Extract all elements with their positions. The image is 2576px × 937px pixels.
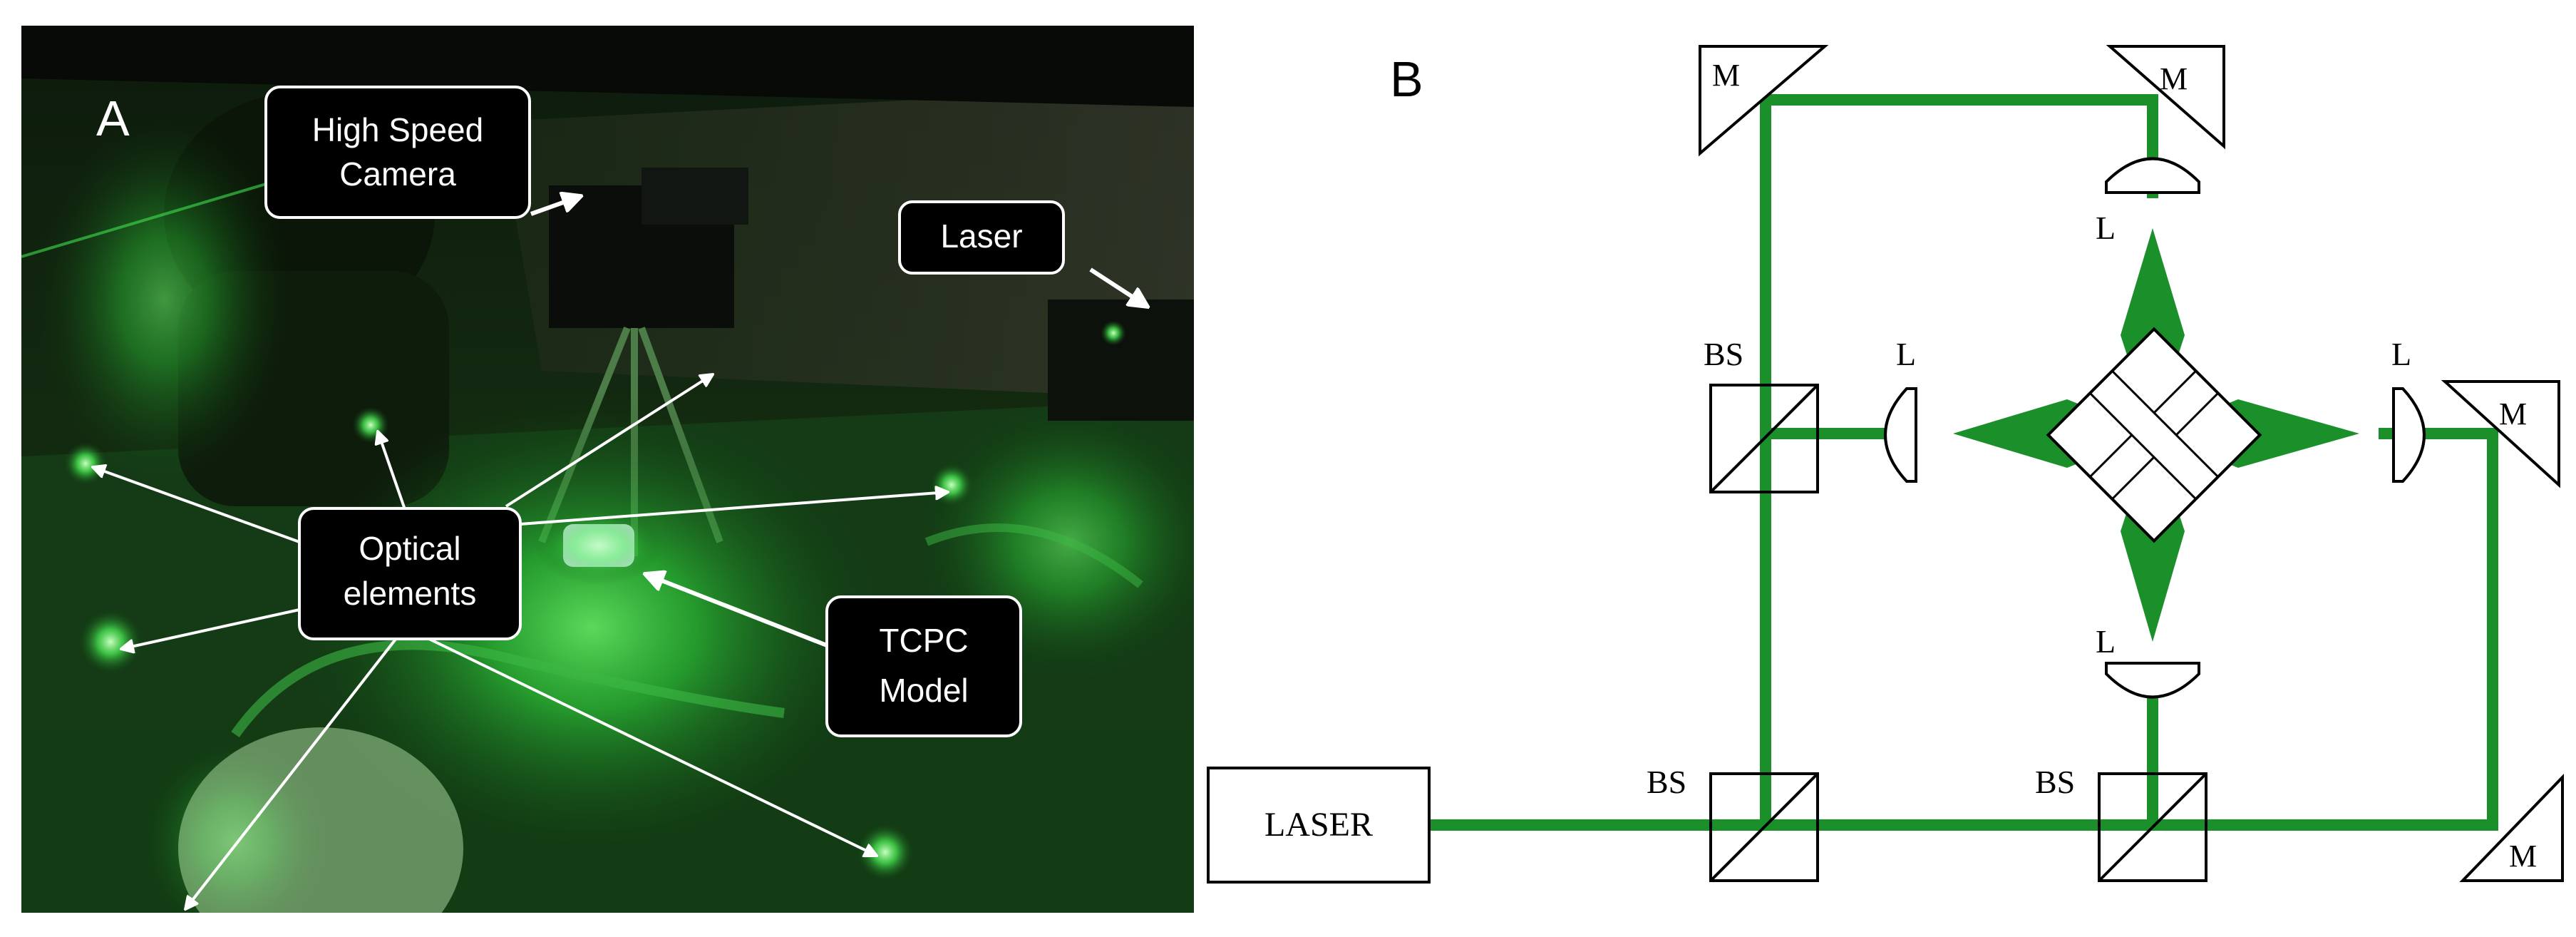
mirror-top-left: M [1699,45,1829,157]
panel-a-letter: A [96,91,130,146]
bottle [178,727,463,913]
beam-splitter-bottom-left: BS [1647,764,1819,882]
callout-laser-line1: Laser [940,217,1022,255]
tcpc-arrow [645,574,828,647]
mirror-top-right: M [2106,45,2225,150]
camera-arrow [530,196,581,216]
callout-tcpc-line2: Model [879,672,968,709]
annotation-arrows [93,196,1148,909]
bs-label-bottom-left: BS [1647,764,1686,800]
laser-source: LASER [1207,767,1431,884]
callout-optical-line1: Optical [359,530,460,567]
lens-label-top: L [2096,210,2116,246]
bs-label-bottom-middle: BS [2035,764,2075,800]
callout-optical-elements: Optical elements [298,507,522,640]
callout-laser: Laser [898,200,1065,275]
callout-optical-line2: elements [344,575,477,612]
bs-label-top-left: BS [1704,336,1743,372]
test-chamber [2046,327,2262,543]
callout-camera-line2: Camera [339,155,456,193]
callout-tcpc-line1: TCPC [879,622,968,659]
mirror-right-lower: M [2459,774,2564,882]
beam-splitter-top-left: BS [1704,336,1819,493]
beam-paths [1423,94,2498,831]
beam-splitter-bottom-middle: BS [2035,764,2207,882]
lens-top: L [2096,157,2200,246]
callout-high-speed-camera: High Speed Camera [264,86,531,219]
lens-label-left: L [1896,336,1916,372]
lens-bottom: L [2096,623,2200,699]
callout-tcpc-model: TCPC Model [825,595,1022,737]
lens-label-bottom: L [2096,623,2116,660]
mirror-label-top-left: M [1712,58,1740,93]
laser-source-label: LASER [1264,806,1373,844]
mirror-label-right-lower: M [2509,839,2537,874]
mirror-label-top-right: M [2160,61,2188,96]
lens-right: L [2391,336,2426,483]
laser-arrow [1089,267,1148,307]
callout-camera-line1: High Speed [312,111,483,148]
panel-b-letter: B [1390,51,1423,107]
mirror-right-upper: M [2441,380,2560,488]
lens-label-right: L [2391,336,2411,372]
lens-left: L [1884,336,1917,483]
mirror-label-right-upper: M [2499,396,2527,431]
